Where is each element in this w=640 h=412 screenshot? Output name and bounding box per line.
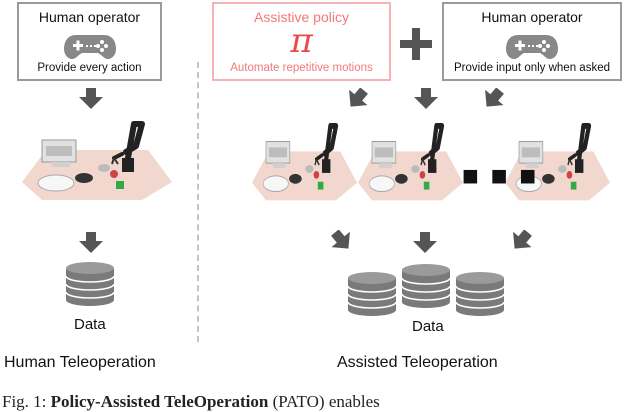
down-arrow-icon bbox=[79, 88, 103, 109]
caption-bold: Policy-Assisted TeleOperation bbox=[50, 392, 269, 411]
box-subtitle: Provide every action bbox=[37, 62, 142, 74]
robot-scene-image bbox=[358, 120, 464, 224]
diagonal-arrow-icon bbox=[481, 88, 507, 114]
diagonal-arrow-icon bbox=[330, 230, 356, 256]
down-arrow-icon bbox=[414, 88, 438, 109]
plus-icon bbox=[400, 28, 432, 60]
caption-rest: (PATO) enables bbox=[268, 392, 380, 411]
section-divider bbox=[197, 62, 199, 342]
assistive-policy-box: Assistive policy π Automate repetitive m… bbox=[212, 2, 391, 81]
box-subtitle: Automate repetitive motions bbox=[230, 62, 373, 74]
data-label-left: Data bbox=[74, 316, 106, 333]
gamepad-icon bbox=[63, 35, 116, 59]
gamepad-icon bbox=[506, 35, 558, 59]
section-title-assisted-teleoperation: Assisted Teleoperation bbox=[337, 354, 498, 371]
database-icon bbox=[66, 262, 115, 307]
down-arrow-icon bbox=[413, 232, 437, 253]
caption-prefix: Fig. 1: bbox=[2, 392, 51, 411]
down-arrow-icon bbox=[79, 232, 103, 253]
box-subtitle: Provide input only when asked bbox=[454, 62, 610, 74]
database-icon bbox=[456, 272, 505, 317]
ellipsis: ■ ■ ■ bbox=[462, 160, 539, 191]
database-icon bbox=[402, 264, 451, 309]
diagonal-arrow-icon bbox=[345, 88, 371, 114]
pi-symbol: π bbox=[290, 21, 313, 61]
data-label-right: Data bbox=[412, 318, 444, 335]
box-title: Human operator bbox=[38, 9, 141, 25]
figure-caption: Fig. 1: Policy-Assisted TeleOperation (P… bbox=[2, 392, 380, 412]
robot-scene-image bbox=[252, 120, 358, 224]
box-title: Human operator bbox=[481, 9, 583, 25]
robot-scene-image bbox=[22, 118, 172, 224]
diagonal-arrow-icon bbox=[509, 230, 535, 256]
section-title-human-teleoperation: Human Teleoperation bbox=[4, 354, 156, 371]
database-icon bbox=[348, 272, 397, 317]
human-operator-box-left: Human operator Provide every action bbox=[17, 2, 162, 81]
box-title: Assistive policy bbox=[254, 9, 349, 25]
human-operator-box-right: Human operator Provide input only when a… bbox=[442, 2, 622, 81]
